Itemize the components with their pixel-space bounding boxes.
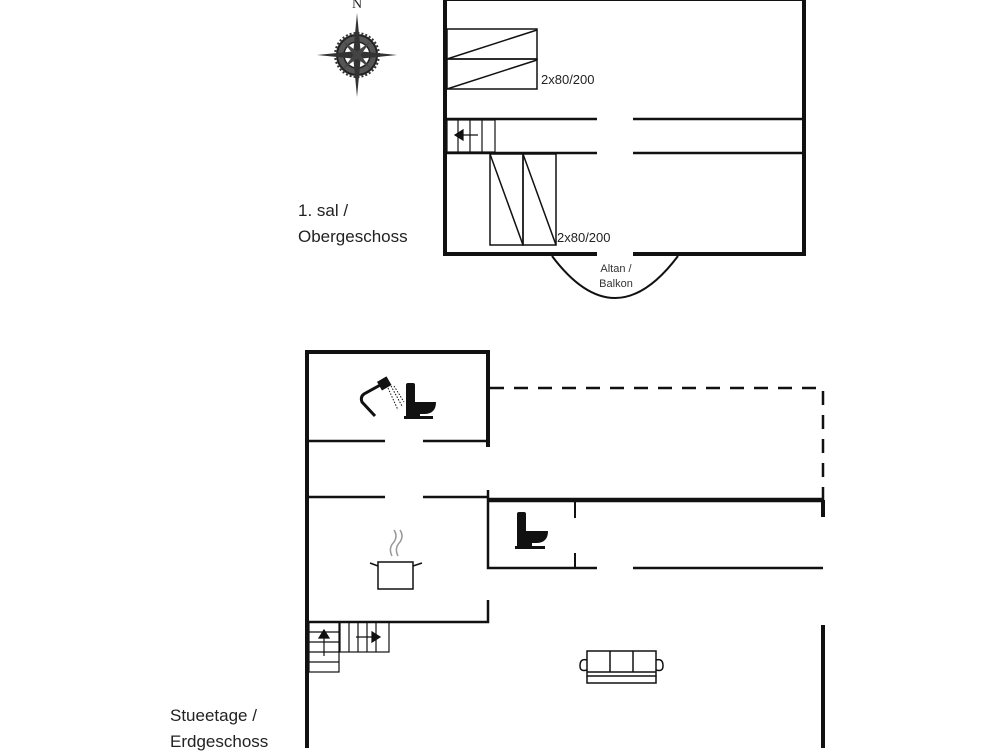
ground-floor-label-line2: Erdgeschoss: [170, 732, 269, 751]
ground-floor-plan: [305, 350, 825, 748]
bed-size-label: 2x80/200: [557, 230, 611, 245]
balcony-outline: [551, 255, 679, 299]
stairs-icon: [308, 621, 390, 673]
cooking-pot-icon: [369, 529, 423, 590]
shower-icon: [359, 376, 405, 418]
compass-rose-icon: [317, 13, 397, 97]
upper-floor-label: 1. sal / Obergeschoss: [298, 198, 408, 250]
bed-icon: [489, 153, 557, 246]
balcony-label-line1: Altan /: [600, 263, 632, 275]
toilet-icon: [515, 512, 548, 549]
upper-floor-label-line2: Obergeschoss: [298, 227, 408, 246]
bed-icon: [446, 28, 538, 90]
ground-floor-label-line1: Stueetage /: [170, 706, 257, 725]
ground-floor-label: Stueetage / Erdgeschoss: [170, 703, 268, 755]
north-label: N: [352, 0, 363, 12]
balcony-label: Altan / Balkon: [586, 262, 646, 292]
toilet-icon: [404, 383, 436, 419]
stairs-icon: [446, 119, 496, 153]
balcony-label-line2: Balkon: [599, 278, 633, 290]
upper-floor-label-line1: 1. sal /: [298, 201, 349, 220]
sofa-icon: [579, 650, 664, 684]
upper-floor-plan: [443, 0, 806, 299]
bed-size-label: 2x80/200: [541, 72, 595, 87]
